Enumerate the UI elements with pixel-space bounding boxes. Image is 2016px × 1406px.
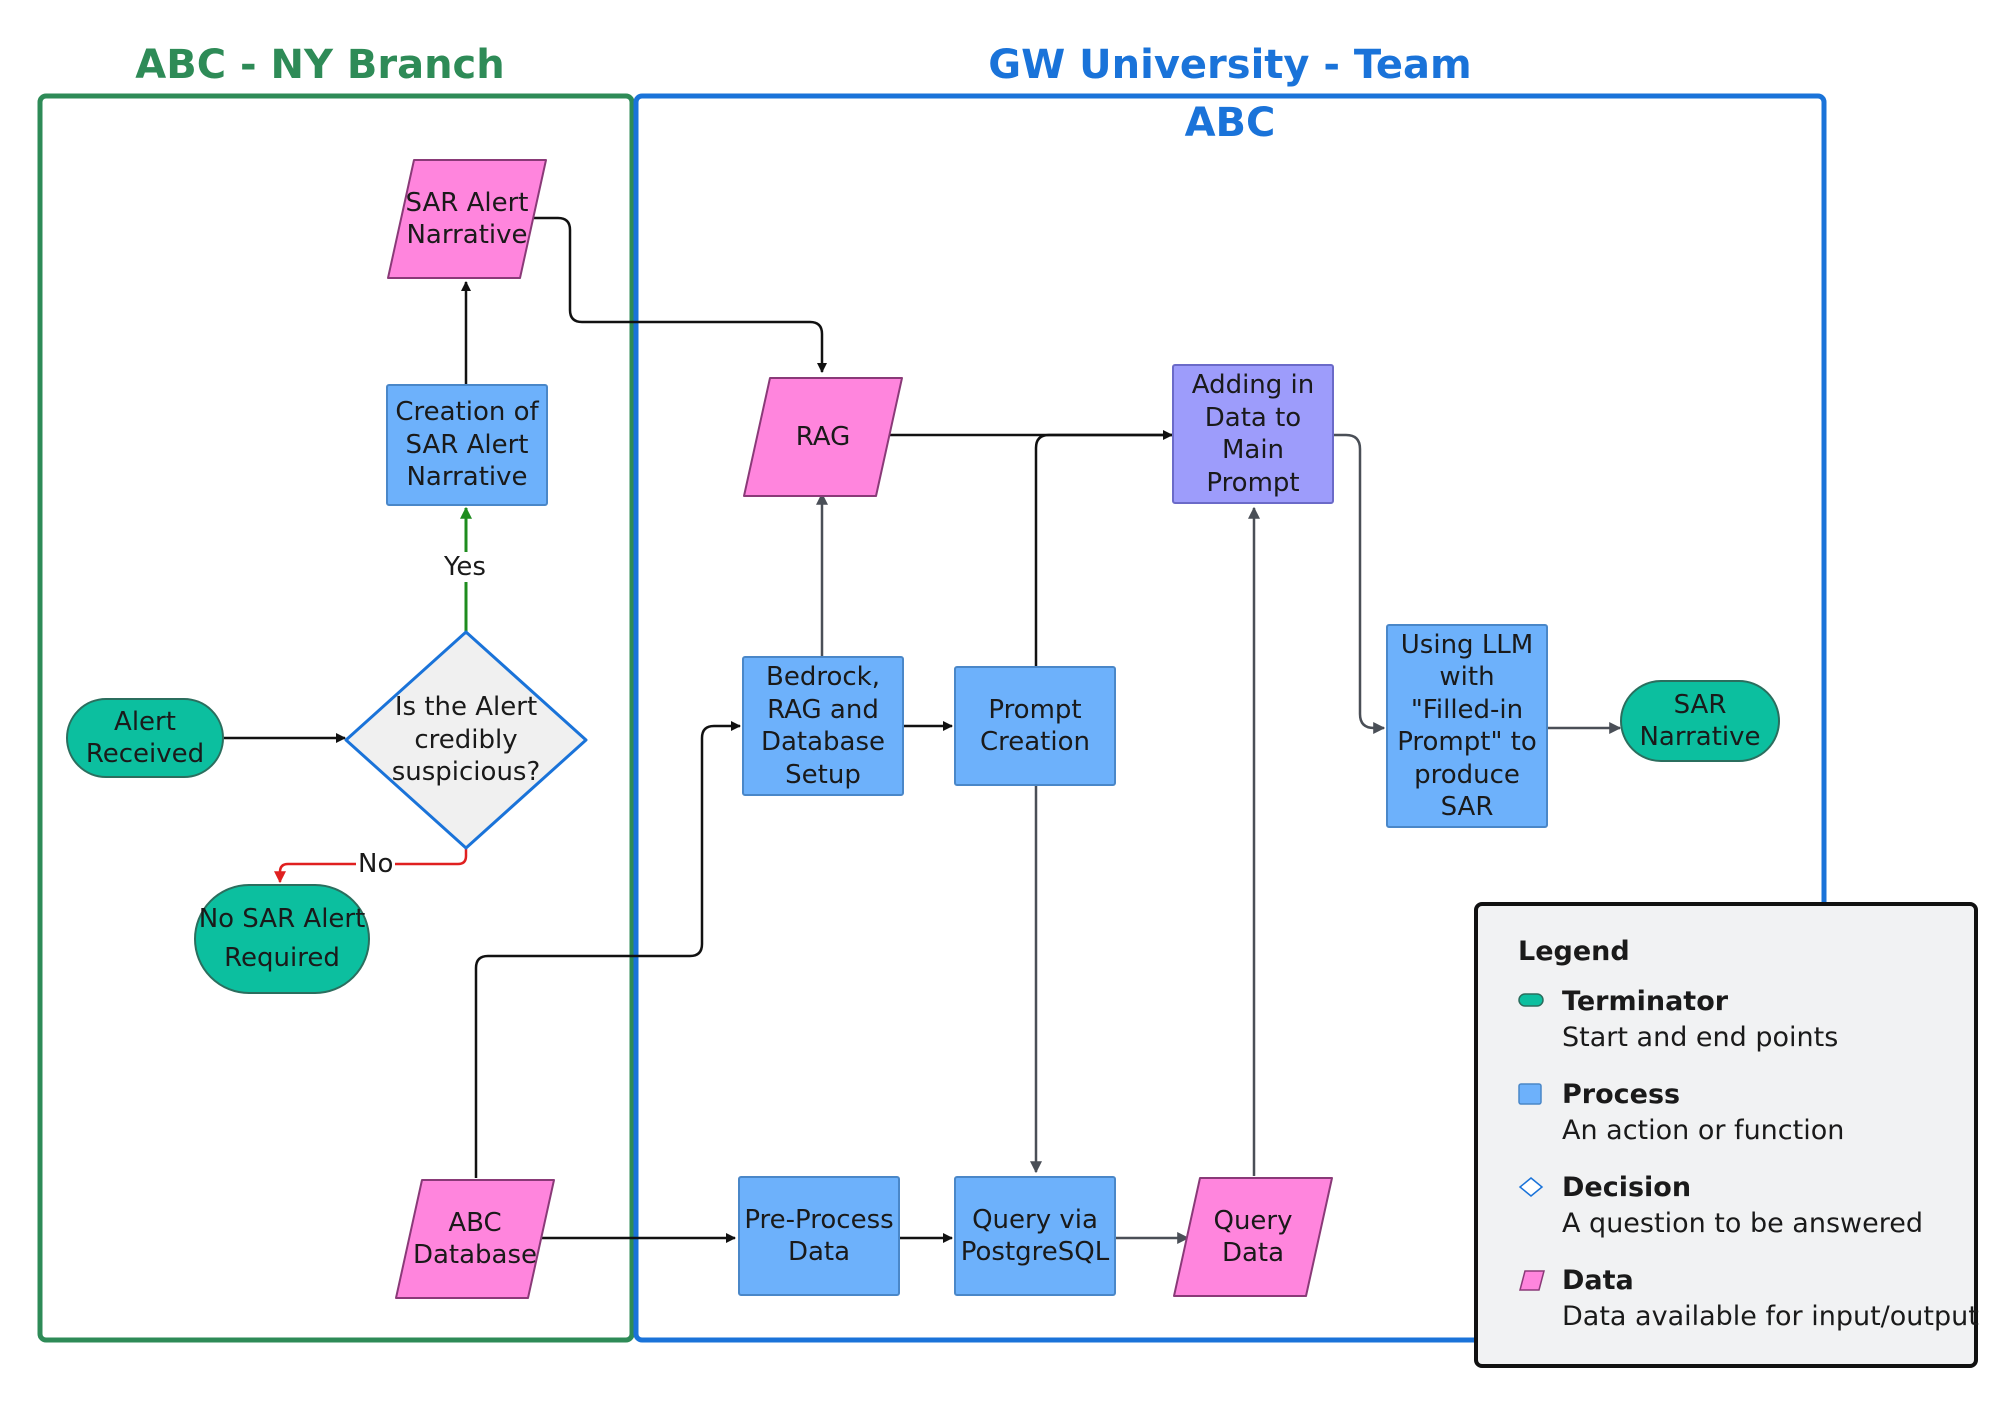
legend-item-desc: An action or function	[1562, 1115, 1845, 1146]
legend-item-desc: Data available for input/output	[1562, 1301, 1979, 1332]
edge-label-no: No	[356, 849, 396, 879]
decision-diamond	[344, 630, 588, 850]
process-bedrock-setup-label: Bedrock, RAG and Database Setup	[760, 662, 886, 790]
legend-title: Legend	[1518, 936, 1630, 967]
lane-abc-ny-branch	[37, 93, 635, 1343]
data-sar-alert-narrative: SAR Alert Narrative	[386, 158, 548, 280]
data-sar-alert-narrative-label: SAR Alert Narrative	[405, 187, 529, 251]
terminator-alert-received: Alert Received	[66, 698, 224, 778]
legend-item-desc: Start and end points	[1562, 1022, 1839, 1053]
terminator-swatch-icon	[1518, 993, 1544, 1007]
parallelogram-shape	[395, 1179, 555, 1299]
lane-title-gw-university: GW University - Team ABC	[988, 42, 1472, 146]
process-swatch-icon	[1518, 1083, 1542, 1105]
legend-item-name: Process	[1562, 1079, 1681, 1110]
edge-narrative-to-rag	[534, 216, 827, 373]
parallelogram-shape	[387, 159, 547, 279]
edge-prompt-to-adding	[1034, 433, 1172, 666]
process-pre-process-data: Pre-Process Data	[738, 1176, 900, 1296]
edge-db-to-bedrock	[474, 721, 741, 1178]
process-using-llm-label: Using LLM with "Filled-in Prompt" to pro…	[1397, 629, 1537, 823]
legend-item-desc: A question to be answered	[1562, 1208, 1923, 1239]
process-query-postgresql-label: Query via PostgreSQL	[960, 1204, 1110, 1268]
process-creation-narrative-label: Creation of SAR Alert Narrative	[395, 397, 539, 493]
terminator-no-sar: No SAR Alert Required	[194, 884, 370, 994]
terminator-sar-narrative-label: SAR Narrative	[1639, 689, 1761, 753]
process-using-llm: Using LLM with "Filled-in Prompt" to pro…	[1386, 624, 1548, 828]
parallelogram-shape	[743, 377, 903, 497]
process-pre-process-data-label: Pre-Process Data	[744, 1204, 894, 1268]
process-prompt-creation: Prompt Creation	[954, 666, 1116, 786]
process-query-postgresql: Query via PostgreSQL	[954, 1176, 1116, 1296]
legend: Legend Terminator Start and end points P…	[1474, 902, 1979, 1368]
process-adding-data: Adding in Data to Main Prompt	[1172, 364, 1334, 504]
decision-swatch-icon	[1518, 1177, 1544, 1197]
data-rag-label: RAG	[795, 421, 851, 452]
data-abc-database: ABC Database	[394, 1178, 556, 1300]
data-query-data: Query Data	[1172, 1176, 1334, 1298]
edge-adding-to-llm	[1334, 433, 1386, 734]
terminator-alert-received-label: Alert Received	[85, 706, 205, 770]
lane-gw-university	[633, 93, 1827, 1343]
process-bedrock-setup: Bedrock, RAG and Database Setup	[742, 656, 904, 796]
legend-item-name: Terminator	[1562, 986, 1729, 1017]
decision-label: Is the Alert credibly suspicious?	[366, 680, 566, 800]
lane-title-abc-ny-branch: ABC - NY Branch	[135, 42, 505, 88]
legend-item-name: Data	[1562, 1265, 1634, 1296]
parallelogram-shape	[1173, 1177, 1333, 1297]
data-swatch-icon	[1519, 1270, 1545, 1291]
data-rag: RAG	[742, 376, 904, 498]
data-abc-database-label: ABC Database	[412, 1207, 538, 1271]
legend-item-name: Decision	[1562, 1172, 1692, 1203]
terminator-no-sar-label: No SAR Alert Required	[198, 904, 366, 973]
process-creation-narrative: Creation of SAR Alert Narrative	[386, 384, 548, 506]
terminator-sar-narrative: SAR Narrative	[1620, 680, 1780, 762]
edge-label-yes: Yes	[442, 552, 488, 582]
process-adding-data-label: Adding in Data to Main Prompt	[1191, 370, 1315, 498]
data-query-data-label: Query Data	[1213, 1205, 1293, 1269]
decision-label-text: Is the Alert credibly suspicious?	[391, 692, 541, 788]
process-prompt-creation-label: Prompt Creation	[979, 694, 1090, 758]
